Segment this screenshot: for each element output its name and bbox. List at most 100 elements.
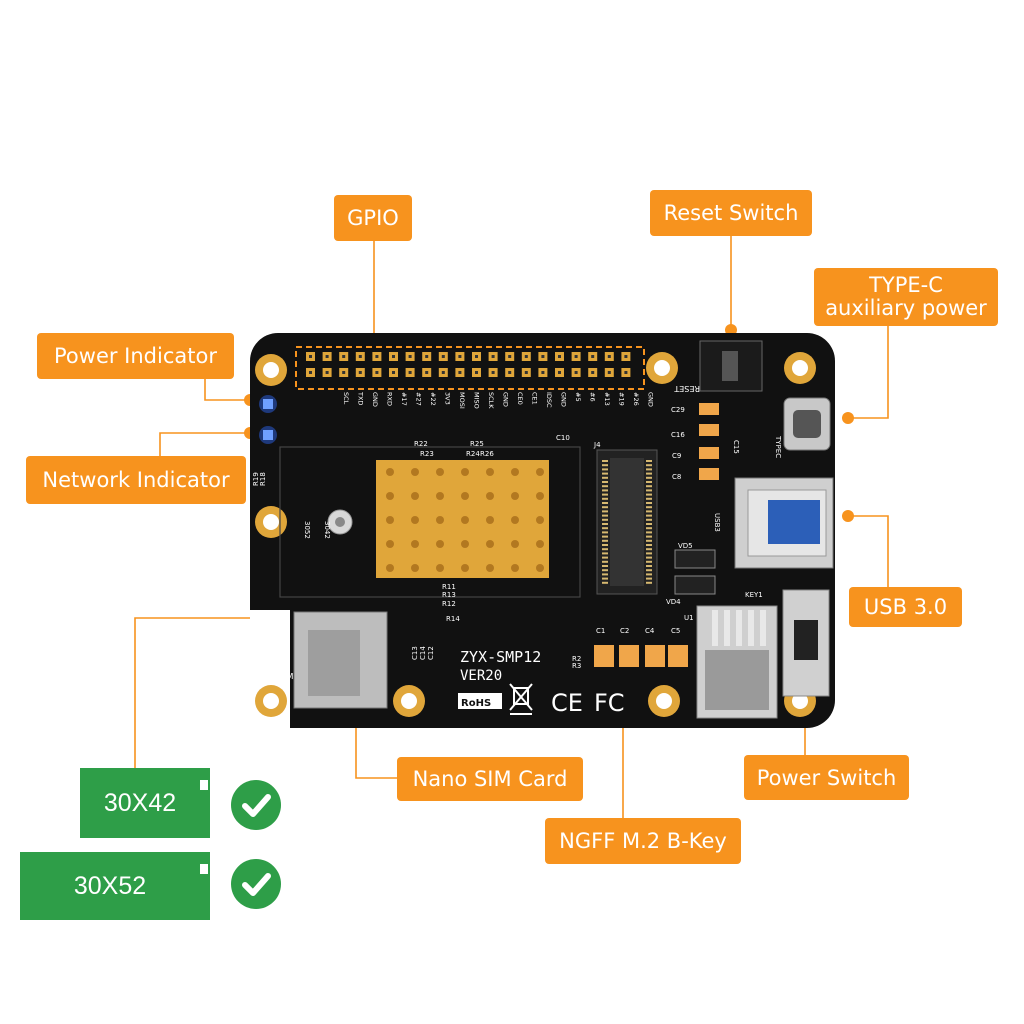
m2-pin (646, 577, 652, 580)
heatsink-dot (536, 540, 544, 548)
gpio-pin-label: MISO (473, 392, 481, 409)
heatsink-dot (486, 468, 494, 476)
m2-pin (646, 548, 652, 551)
m2-pin (602, 539, 608, 542)
m2-pin (646, 493, 652, 496)
heatsink-dot (386, 540, 394, 548)
m2-pin (646, 489, 652, 492)
heatsink-dot (436, 516, 444, 524)
heatsink-dot (386, 516, 394, 524)
m2-pin (602, 531, 608, 534)
callout-gpio: GPIO (334, 195, 412, 241)
gpio-pin-label: IDSC (545, 392, 553, 408)
m2-pin (646, 497, 652, 500)
m2-pin (646, 468, 652, 471)
resistor-label-8: R13 (442, 591, 456, 599)
m2-pin (646, 472, 652, 475)
board-version: VER20 (460, 668, 502, 684)
usb-label: USB3 (713, 513, 721, 532)
heatsink-dot (511, 540, 519, 548)
m2-pin (646, 544, 652, 546)
gpio-pin-label: 3V3 (444, 392, 452, 405)
ce-mark: CE (551, 689, 583, 717)
m2-pin (602, 476, 608, 479)
leader-typec (848, 324, 889, 419)
m2-pin (602, 548, 608, 551)
cap-label-12: C12 (427, 646, 435, 660)
heatsink-dot (386, 492, 394, 500)
m2-pin (646, 531, 652, 534)
heatsink-dot (486, 540, 494, 548)
heatsink-dot (486, 564, 494, 572)
m2-pin (646, 573, 652, 576)
m2-pin (602, 573, 608, 576)
gpio-pin-label: #27 (415, 392, 423, 406)
heatsink-dot (511, 564, 519, 572)
gpio-pin-label: GND (502, 392, 510, 407)
gpio-pin-label: RXD (386, 392, 394, 406)
callout-power-switch: Power Switch (744, 755, 909, 800)
board-model: ZYX-SMP12 (460, 648, 541, 666)
m2-pin (646, 460, 652, 462)
callout-typec-line2: auxiliary power (825, 296, 987, 320)
gpio-pin-label: #5 (574, 392, 582, 402)
diode-vd4 (674, 575, 716, 595)
gpio-pin-label: #26 (632, 392, 640, 406)
heatsink-dot (486, 516, 494, 524)
heatsink-dot (386, 564, 394, 572)
m2-pin (646, 552, 652, 555)
fc-mark: FC (594, 689, 625, 717)
m2-pin (602, 472, 608, 475)
heatsink-dot (461, 468, 469, 476)
m2-pin (602, 565, 608, 567)
checkmark-icon (242, 873, 271, 896)
m2-pins (602, 460, 652, 584)
m2-pin (646, 485, 652, 488)
gpio-pin-label: MOSI (458, 392, 466, 409)
gpio-pin-label: CE1 (531, 392, 539, 405)
heatsink-dot (411, 564, 419, 572)
cap-label-10: C13 (411, 646, 419, 660)
m2-pin (602, 514, 608, 517)
gpio-pin-label: SCLK (487, 392, 495, 409)
m2-pin (646, 581, 652, 584)
heatsink-dots (386, 468, 544, 572)
resistor-label-11: R2 (572, 655, 581, 663)
typec-label: TYPEC (774, 435, 782, 458)
heatsink-dot (511, 468, 519, 476)
callout-network-indicator: Network Indicator (26, 456, 246, 504)
leader-usb3 (848, 515, 889, 590)
callout-usb3: USB 3.0 (849, 587, 962, 627)
m2-pin (602, 569, 608, 572)
gpio-pin-label: GND (560, 392, 568, 407)
m2-pin (602, 544, 608, 546)
m2-pin (646, 560, 652, 563)
m2-pin (602, 518, 608, 521)
reset-label: RESET (674, 384, 700, 393)
m2-pin (646, 556, 652, 559)
gpio-pin-label: #6 (589, 392, 597, 402)
m2-pin (602, 502, 608, 504)
gpio-header-outline (295, 346, 645, 390)
m2-pin (602, 510, 608, 513)
m2-pin (602, 581, 608, 584)
cap-label-7: C8 (672, 473, 681, 481)
m2-pin (602, 485, 608, 488)
heatsink-dot (436, 468, 444, 476)
heatsink-dot (536, 492, 544, 500)
gpio-pin-label: #19 (618, 392, 626, 406)
key-label: KEY1 (745, 591, 763, 599)
m2-pin (646, 502, 652, 504)
heatsink-dot (411, 468, 419, 476)
gpio-pin-label: GND (647, 392, 655, 407)
callout-nano-sim: Nano SIM Card (397, 757, 583, 801)
resistor-label-9: R12 (442, 600, 456, 608)
rohs-badge (458, 693, 502, 709)
leader-network-indicator (159, 432, 250, 458)
heatsink-dot (536, 564, 544, 572)
m2-pin (602, 552, 608, 555)
callout-ngff: NGFF M.2 B-Key (545, 818, 741, 864)
m2-pin (602, 493, 608, 496)
